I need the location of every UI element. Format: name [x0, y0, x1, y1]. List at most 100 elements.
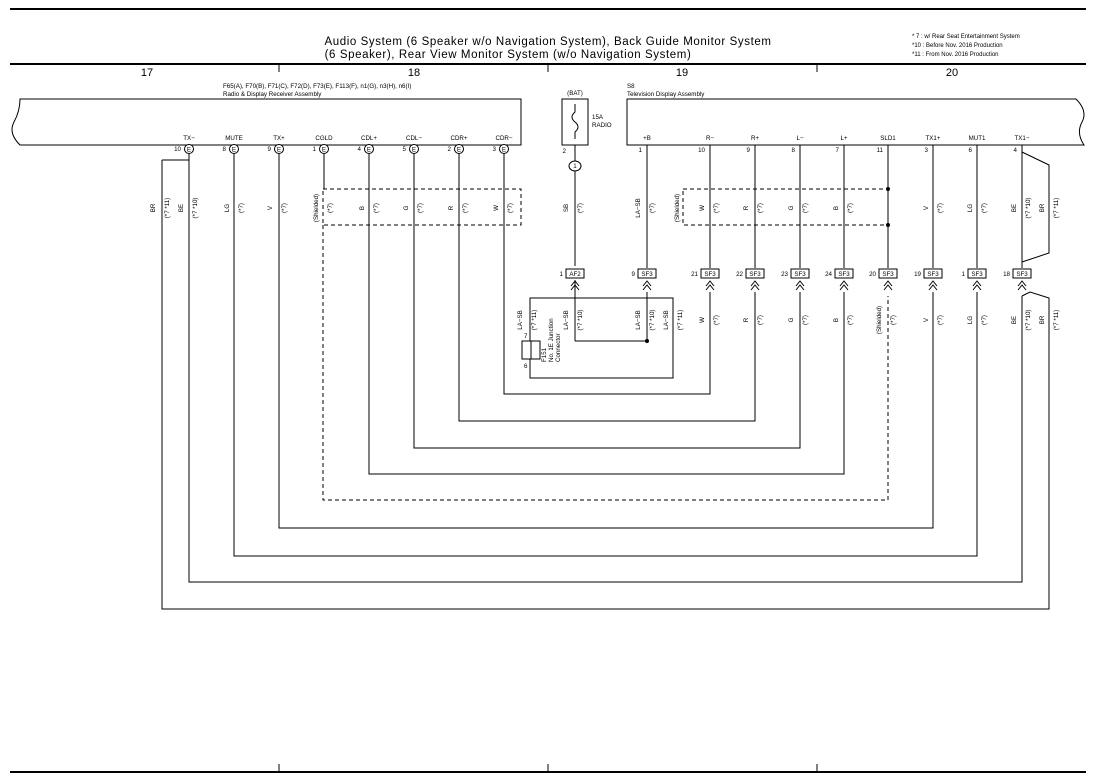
- upper-wire-note: (*7): [281, 203, 288, 213]
- radio-connector-bubble: [364, 144, 374, 154]
- connector-code: SF3: [882, 271, 894, 278]
- lower-wire-note: (*7 *10): [1025, 310, 1032, 331]
- connector-arrow-icon: [750, 280, 760, 291]
- column-number: 18: [408, 67, 420, 79]
- upper-wire-color: LA−SB: [635, 198, 642, 217]
- junction-connector-frame: [529, 297, 674, 379]
- radio-pin-number: 8: [223, 146, 227, 153]
- tv-terminal-label: SLD1: [880, 135, 896, 142]
- junction-connector-name: No. 1E Junction: [548, 318, 555, 362]
- upper-wire-note: (*7): [802, 203, 809, 213]
- tv-assembly-name: Television Display Assembly: [627, 91, 705, 98]
- upper-wire-color: BE: [178, 204, 185, 212]
- tv-pin-number: 7: [836, 147, 840, 154]
- upper-wire-color: LG: [224, 204, 231, 212]
- wire-v: [278, 154, 934, 529]
- wire-br-upper: [1021, 151, 1050, 263]
- upper-wire-note: (*7): [981, 203, 988, 213]
- upper-wire-color: B: [833, 206, 840, 210]
- note-3: *11 : From Nov. 2016 Production: [912, 52, 999, 58]
- upper-wire-color: (Shielded): [313, 194, 320, 222]
- connector-box: [923, 268, 943, 279]
- radio-pin-number: 9: [268, 146, 272, 153]
- lower-wire-color: LA−SB: [635, 310, 642, 329]
- radio-terminal-label: TX+: [273, 135, 285, 142]
- shield-box-radio: [322, 188, 522, 226]
- connector-code: SF3: [838, 271, 850, 278]
- upper-wire-color: W: [699, 205, 706, 211]
- lower-wire-color: B: [833, 318, 840, 322]
- connector-arrow-icon: [883, 280, 893, 291]
- wire-b: [368, 154, 845, 475]
- radio-connector-bubble: [274, 144, 284, 154]
- connector-arrow-icon: [1017, 280, 1027, 291]
- tv-assembly-box: [626, 98, 1085, 146]
- lower-wire-note: (*7 *11): [677, 310, 684, 331]
- lower-wire-color: LA−SB: [517, 310, 524, 329]
- upper-wire-note: (*7 *11): [164, 198, 171, 219]
- connector-pin: 24: [825, 271, 832, 278]
- upper-wire-note: (*7 *10): [1025, 198, 1032, 219]
- radio-pin-number: 2: [448, 146, 452, 153]
- upper-wire-color: (Shielded): [674, 194, 681, 222]
- tv-pin-number: 4: [1014, 147, 1018, 154]
- junction-connector-code: F151: [541, 347, 548, 362]
- upper-wire-note: (*7): [507, 203, 514, 213]
- connector-arrow-icon: [839, 280, 849, 291]
- wire-g: [413, 154, 801, 449]
- upper-wire-note: (*7): [757, 203, 764, 213]
- wire-w: [503, 154, 711, 395]
- connector-box: [1012, 268, 1032, 279]
- shield-box-tv: [682, 188, 889, 226]
- lower-wire-color: W: [699, 317, 706, 323]
- connector-pin: 22: [736, 271, 743, 278]
- lower-wire-note: (*7): [890, 315, 897, 325]
- radio-connector-letter: E: [367, 147, 371, 154]
- radio-connector-letter: E: [457, 147, 461, 154]
- connector-pin: 1: [962, 271, 966, 278]
- lower-wire-note: (*7 *11): [531, 310, 538, 331]
- upper-wire-note: (*7): [847, 203, 854, 213]
- title-line-1: Audio System (6 Speaker w/o Navigation S…: [324, 36, 771, 48]
- upper-wire-color: BR: [1039, 203, 1046, 212]
- connector-pin: 18: [1003, 271, 1010, 278]
- tv-assembly-code: S8: [627, 83, 635, 90]
- fuse-icon: [571, 104, 579, 139]
- lower-wire-note: (*7 *11): [1053, 310, 1060, 331]
- radio-terminal-label: CGLD: [315, 135, 333, 142]
- connector-pin: 9: [632, 271, 636, 278]
- lower-wire-color: BR: [1039, 315, 1046, 324]
- fuse-rating: 15A: [592, 114, 604, 121]
- lower-wire-note: (*7 *10): [649, 310, 656, 331]
- column-number: 20: [946, 67, 958, 79]
- radio-terminal-label: CDL−: [406, 135, 422, 142]
- lower-wire-note: (*7 *10): [577, 310, 584, 331]
- note-2: *10 : Before Nov. 2016 Production: [912, 43, 1003, 49]
- lower-wire-color: (Shielded): [876, 306, 883, 334]
- radio-pin-number: 4: [358, 146, 362, 153]
- tv-terminal-label: R−: [706, 135, 714, 142]
- radio-connector-letter: E: [277, 147, 281, 154]
- upper-wire-color: R: [448, 205, 455, 210]
- connector-code: SF3: [641, 271, 653, 278]
- tv-pin-number: 8: [792, 147, 796, 154]
- fuse-source: (BAT): [567, 90, 583, 97]
- upper-wire-note: (*7 *10): [192, 198, 199, 219]
- lower-wire-color: LA−SB: [663, 310, 670, 329]
- upper-wire-color: B: [359, 206, 366, 210]
- connector-code: SF3: [1016, 271, 1028, 278]
- fuse-pin: 2: [563, 148, 567, 155]
- upper-wire-note: (*7): [577, 203, 584, 213]
- upper-wire-color: V: [923, 205, 930, 210]
- lower-wire-color: LA−SB: [563, 310, 570, 329]
- connector-pin: 19: [914, 271, 921, 278]
- connector-pin: 1: [560, 271, 564, 278]
- fuse-name: RADIO: [592, 122, 612, 129]
- upper-wire-color: LG: [967, 204, 974, 212]
- column-number: 19: [676, 67, 688, 79]
- radio-connector-letter: E: [232, 147, 236, 154]
- tv-pin-number: 11: [877, 147, 884, 154]
- upper-wire-color: G: [788, 205, 795, 210]
- connector-arrow-icon: [705, 280, 715, 291]
- junction-pin-top: 7: [524, 333, 528, 340]
